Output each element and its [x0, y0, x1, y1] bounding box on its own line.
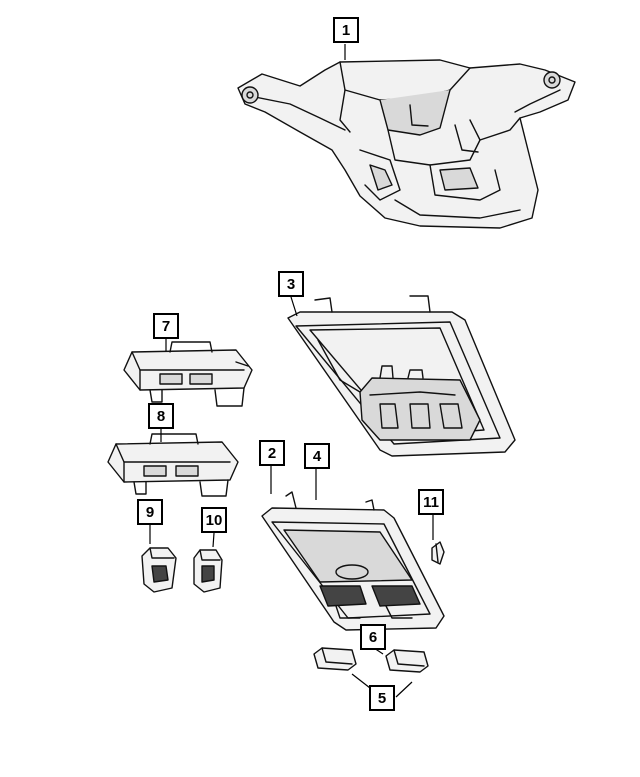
part-5-lens-right	[385, 649, 429, 673]
callout-7: 7	[153, 313, 179, 339]
callout-9: 9	[137, 499, 163, 525]
callout-5: 5	[369, 685, 395, 711]
part-11-clip	[431, 541, 445, 565]
callout-1: 1	[333, 17, 359, 43]
part-3-console-frame	[287, 295, 516, 457]
callout-4: 4	[304, 443, 330, 469]
part-5-lens-left	[313, 647, 357, 671]
part-10-lamp	[193, 549, 223, 593]
part-9-lamp	[141, 547, 177, 593]
callout-11: 11	[418, 489, 444, 515]
callout-3: 3	[278, 271, 304, 297]
part-1-headliner-bracket	[237, 59, 576, 229]
callout-10: 10	[201, 507, 227, 533]
part-8-switch-module	[107, 433, 239, 497]
leader-lines	[149, 44, 434, 698]
callout-8: 8	[148, 403, 174, 429]
part-7-switch-module	[123, 341, 253, 407]
part-4-lower-console	[261, 491, 445, 631]
callout-6: 6	[360, 624, 386, 650]
callout-2: 2	[259, 440, 285, 466]
